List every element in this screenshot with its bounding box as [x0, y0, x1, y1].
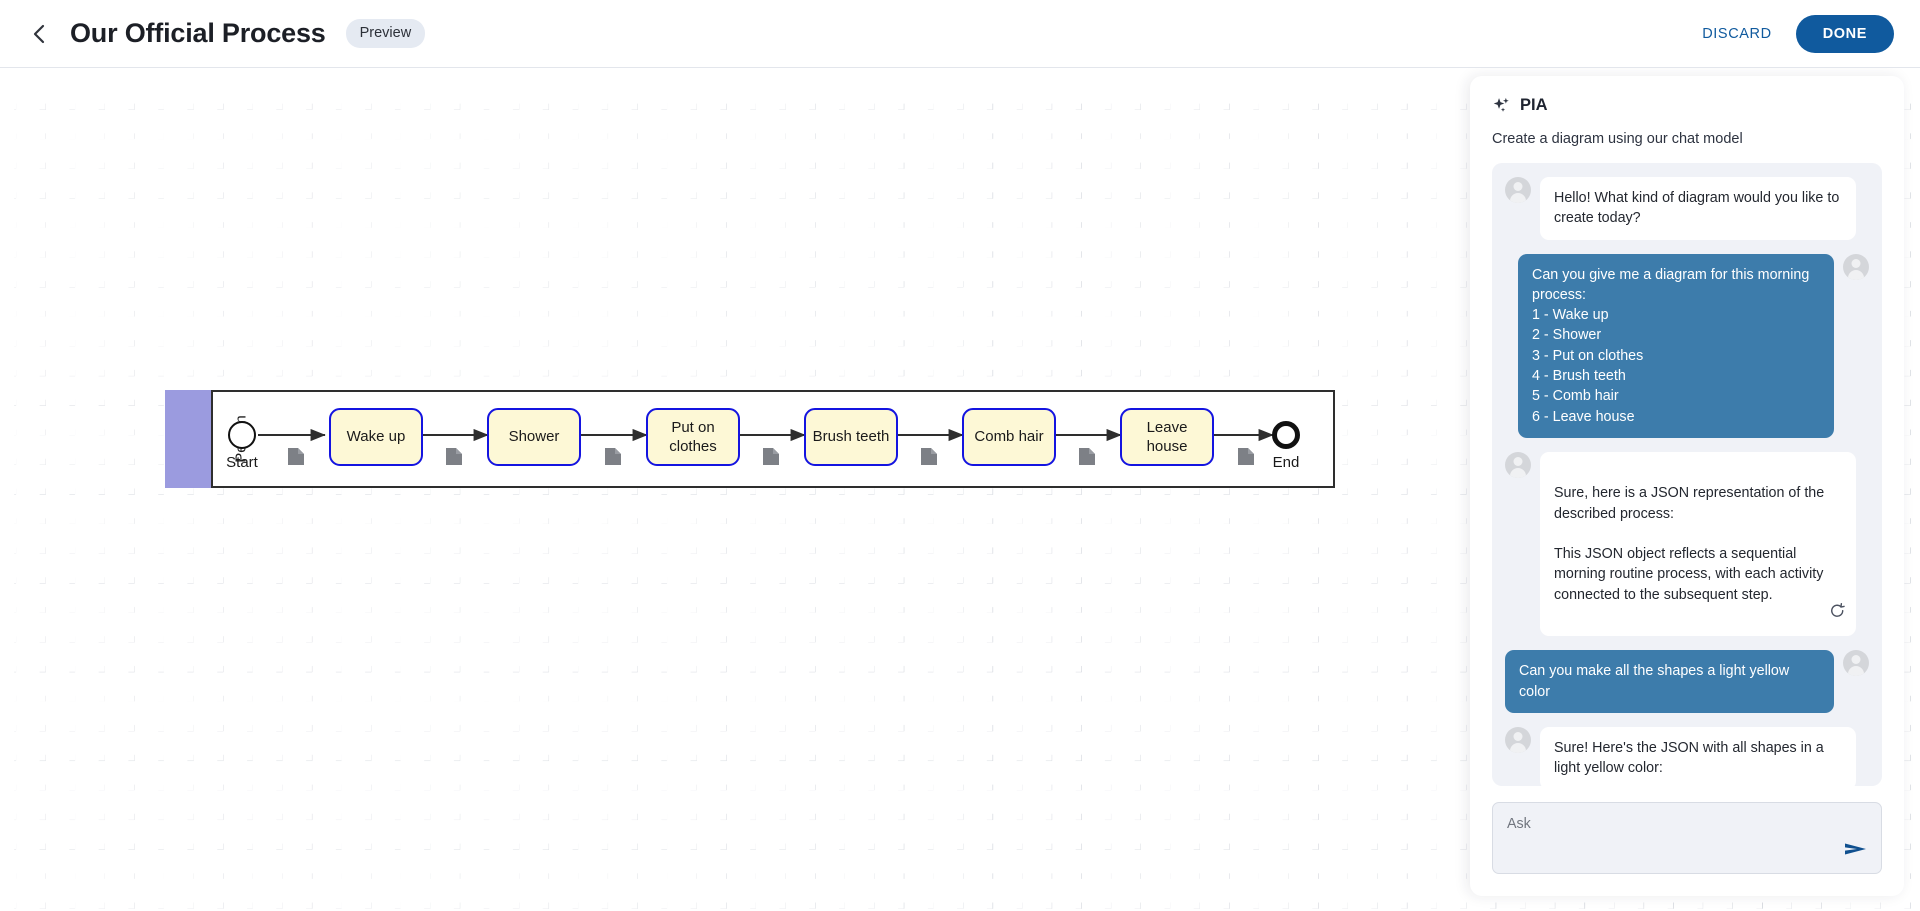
top-bar-actions: DISCARD DONE	[1702, 14, 1894, 53]
bpmn-lane-header[interactable]	[165, 390, 213, 488]
chat-bubble: Sure! Here's the JSON with all shapes in…	[1540, 726, 1856, 786]
chat-message-bot: Sure, here is a JSON representation of t…	[1505, 451, 1869, 637]
document-icon[interactable]	[445, 447, 463, 466]
chat-message-list[interactable]: Hello! What kind of diagram would you li…	[1492, 163, 1882, 786]
page-title: Our Official Process	[70, 18, 326, 48]
bpmn-task-brush-teeth[interactable]: Brush teeth	[804, 408, 898, 466]
preview-badge: Preview	[345, 19, 426, 48]
bpmn-task-leave-house[interactable]: Leave house	[1120, 408, 1214, 466]
chat-message-bot: Sure! Here's the JSON with all shapes in…	[1505, 726, 1869, 786]
chat-bubble: Can you give me a diagram for this morni…	[1518, 253, 1834, 438]
document-icon[interactable]	[287, 447, 305, 466]
bpmn-end-label: End	[1272, 454, 1300, 471]
pia-title: PIA	[1520, 96, 1548, 114]
avatar	[1505, 451, 1531, 478]
bpmn-diagram[interactable]: Person Start Wake up Shower Put	[165, 390, 1335, 488]
top-bar: Our Official Process Preview DISCARD DON…	[0, 0, 1920, 68]
avatar	[1843, 253, 1869, 280]
chat-bubble-text: Sure, here is a JSON representation of t…	[1554, 485, 1825, 603]
bpmn-start-label: Start	[226, 454, 258, 471]
bpmn-task-put-on-clothes[interactable]: Put on clothes	[646, 408, 740, 466]
bpmn-task-comb-hair[interactable]: Comb hair	[962, 408, 1056, 466]
chat-bubble: Sure, here is a JSON representation of t…	[1540, 451, 1856, 637]
document-icon[interactable]	[762, 447, 780, 466]
document-icon[interactable]	[1078, 447, 1096, 466]
bpmn-connectors	[258, 428, 1274, 442]
ask-placeholder: Ask	[1507, 816, 1531, 832]
avatar	[1505, 726, 1531, 753]
pia-panel: PIA Create a diagram using our chat mode…	[1470, 76, 1904, 896]
avatar	[1843, 650, 1869, 677]
bpmn-task-shower[interactable]: Shower	[487, 408, 581, 466]
avatar	[1505, 177, 1531, 203]
bpmn-task-wake-up[interactable]: Wake up	[329, 408, 423, 466]
document-icon[interactable]	[1237, 447, 1255, 466]
done-button[interactable]: DONE	[1795, 14, 1894, 53]
send-icon[interactable]	[1843, 839, 1869, 864]
back-button[interactable]	[22, 17, 56, 51]
chat-message-bot: Hello! What kind of diagram would you li…	[1505, 177, 1869, 240]
pia-header: PIA	[1492, 96, 1882, 115]
pia-subtitle: Create a diagram using our chat model	[1492, 131, 1743, 147]
document-icon[interactable]	[604, 447, 622, 466]
document-icon[interactable]	[920, 447, 938, 466]
chat-bubble: Can you make all the shapes a light yell…	[1505, 650, 1834, 713]
chat-bubble: Hello! What kind of diagram would you li…	[1540, 177, 1856, 240]
bpmn-start-event[interactable]	[228, 421, 256, 449]
redo-icon[interactable]	[1829, 583, 1846, 627]
chat-message-user: Can you give me a diagram for this morni…	[1505, 253, 1869, 438]
ask-input[interactable]: Ask	[1492, 802, 1882, 874]
discard-button[interactable]: DISCARD	[1702, 25, 1772, 42]
sparkles-icon	[1493, 97, 1509, 112]
bpmn-end-event[interactable]	[1272, 421, 1300, 449]
chevron-left-icon	[33, 24, 45, 43]
chat-message-user: Can you make all the shapes a light yell…	[1505, 650, 1869, 713]
